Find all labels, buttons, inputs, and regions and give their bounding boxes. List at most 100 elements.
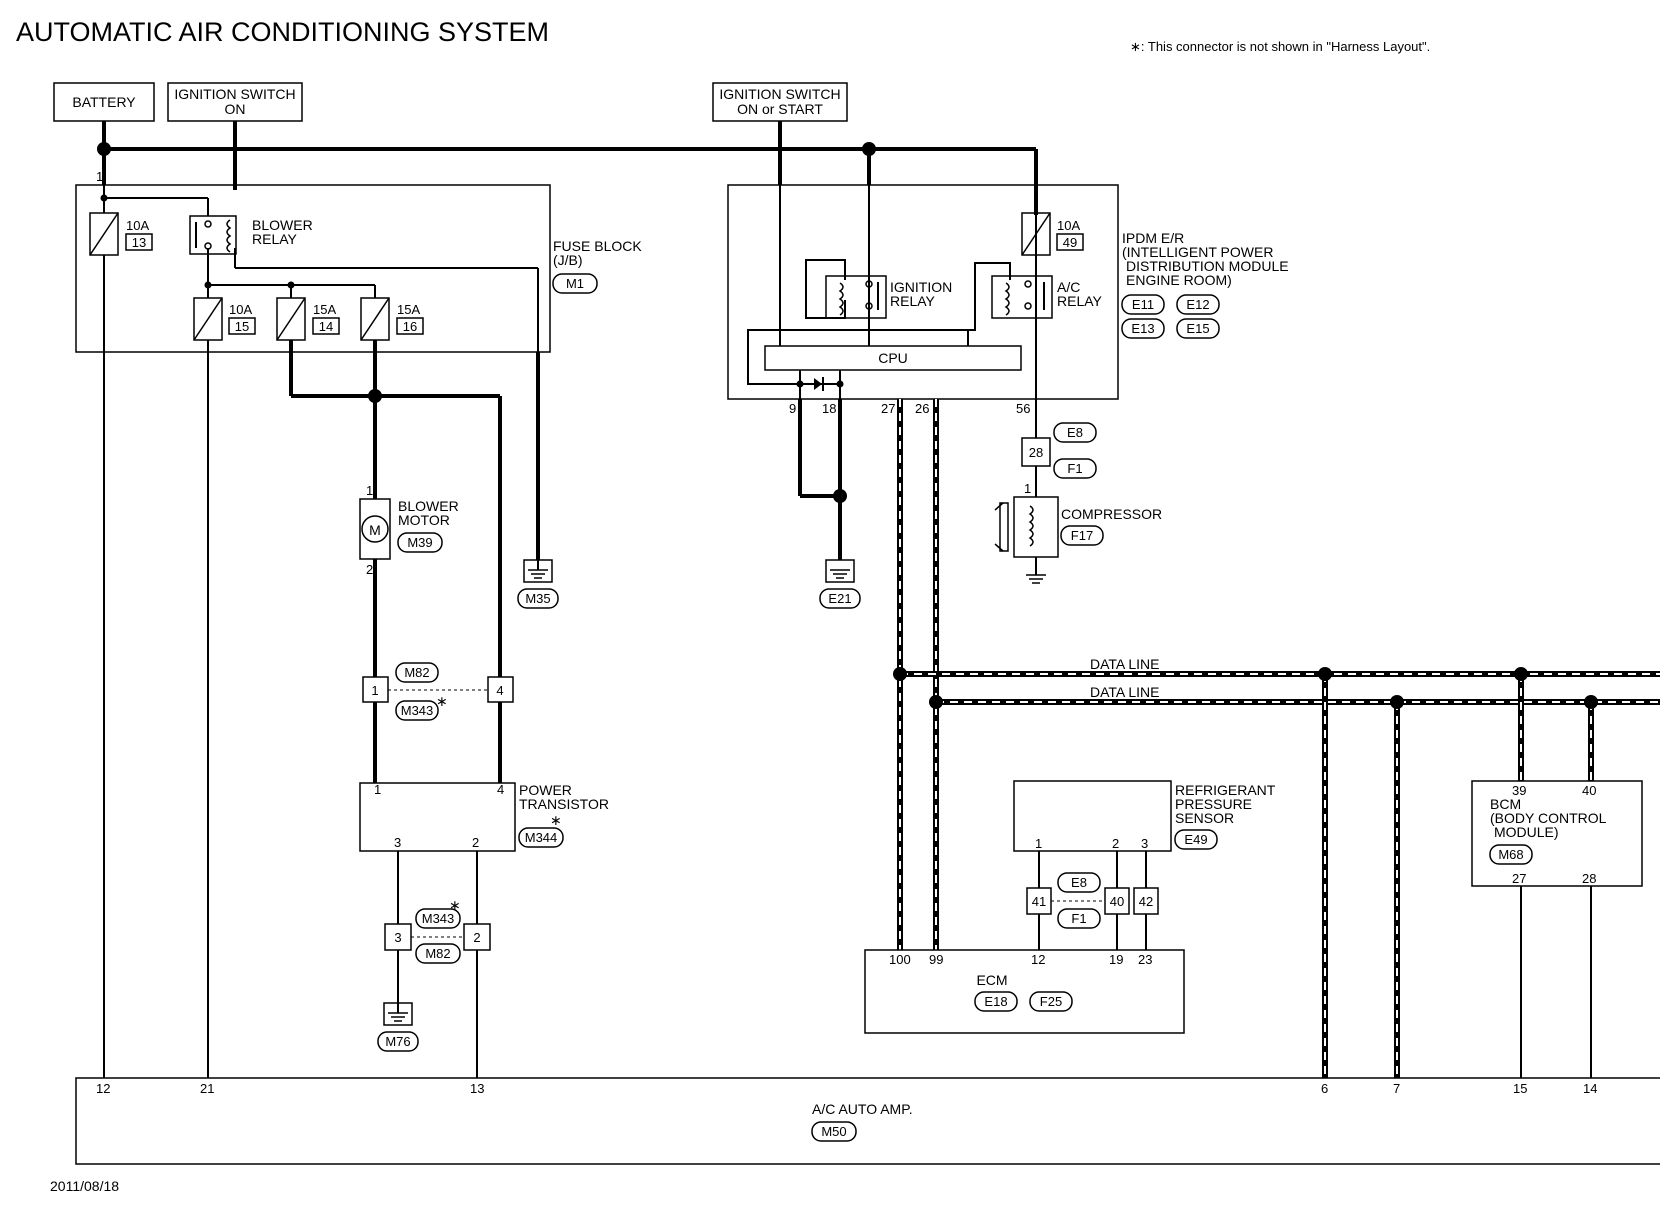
joint-m82-star: ∗ (436, 693, 448, 709)
harness-note: ∗: This connector is not shown in "Harne… (1130, 39, 1430, 54)
amp-pin-13: 13 (470, 1081, 484, 1096)
fuse-block-name-2: (J/B) (553, 252, 583, 268)
ecm-pin-100: 100 (889, 952, 911, 967)
ipdm-pin-56: 56 (1016, 401, 1030, 416)
fuse-14-amp: 15A (313, 302, 336, 317)
joint-connector-m343-bottom: 3 2 M343 ∗ M82 (384, 897, 491, 1078)
battery-label: BATTERY (72, 94, 136, 110)
sensor-pin-3: 3 (1141, 836, 1148, 851)
ipdm-name-3: DISTRIBUTION MODULE (1126, 258, 1289, 274)
sensor-label-3: SENSOR (1175, 810, 1234, 826)
bcm-pin-27: 27 (1512, 871, 1526, 886)
blower-motor-symbol: M (369, 522, 381, 538)
ipdm-er: IPDM E/R (INTELLIGENT POWER DISTRIBUTION… (727, 184, 1289, 416)
amp-pin-21: 21 (200, 1081, 214, 1096)
compressor-label: COMPRESSOR (1061, 506, 1162, 522)
diagram-date: 2011/08/18 (50, 1178, 119, 1194)
fuse-16-amp: 15A (397, 302, 420, 317)
compressor-pin-mid: 28 (1029, 445, 1043, 460)
sensor-pin-1: 1 (1035, 836, 1042, 851)
ipdm-name-1: IPDM E/R (1122, 230, 1184, 246)
ecm-conn-e18: E18 (984, 994, 1007, 1009)
power-transistor-pin-2: 2 (472, 835, 479, 850)
ecm-pin-23: 23 (1138, 952, 1152, 967)
sensor-joint-conn-e8: E8 (1071, 875, 1087, 890)
ignition-switch-on: IGNITION SWITCH ON (167, 82, 303, 122)
power-transistor-pin-1: 1 (374, 782, 381, 797)
bcm-pin-39: 39 (1512, 783, 1526, 798)
blower-relay-label-2: RELAY (252, 231, 298, 247)
joint-connector-m82-top: 1 4 M82 M343 ∗ (362, 662, 514, 783)
sensor-joint-connector: 41 40 42 E8 F1 (1026, 872, 1159, 950)
ecm-pin-99: 99 (929, 952, 943, 967)
fuse-block-connector: M1 (566, 276, 584, 291)
amp-label: A/C AUTO AMP. (812, 1101, 913, 1117)
bcm-connector: M68 (1498, 847, 1523, 862)
amp-pin-7: 7 (1393, 1081, 1400, 1096)
compressor-conn-f1: F1 (1067, 461, 1082, 476)
fuse-block-name-1: FUSE BLOCK (553, 238, 642, 254)
blower-motor-connector: M39 (407, 535, 432, 550)
blower-motor: 1 M 2 BLOWER MOTOR M39 (359, 483, 459, 677)
ecm-label: ECM (976, 972, 1007, 988)
battery-source: BATTERY (53, 82, 155, 122)
fuse-block: 1 FUSE BLOCK (J/B) M1 10A 13 BLOWER REL (75, 169, 642, 353)
fuse-14-num: 14 (319, 319, 333, 334)
power-transistor: 1 4 3 2 POWER TRANSISTOR ∗ M344 (359, 782, 609, 924)
fuse-15-num: 15 (235, 319, 249, 334)
power-transistor-pin-3: 3 (394, 835, 401, 850)
sensor-joint-conn-f1: F1 (1071, 911, 1086, 926)
sensor-label-1: REFRIGERANT (1175, 782, 1276, 798)
ac-relay-label-2: RELAY (1057, 293, 1103, 309)
ground-m35: M35 (517, 559, 559, 609)
joint-m82-pin-l: 1 (371, 683, 378, 698)
blower-motor-pin-bottom: 2 (366, 562, 373, 577)
joint-m343-pin-l: 3 (394, 930, 401, 945)
fuse-block-outputs (103, 255, 540, 1078)
amp-pin-6: 6 (1321, 1081, 1328, 1096)
data-line-label-1: DATA LINE (1090, 656, 1160, 672)
fuse-13-num: 13 (132, 235, 146, 250)
power-transistor-pin-4: 4 (497, 782, 504, 797)
sensor-label-2: PRESSURE (1175, 796, 1252, 812)
power-transistor-label-1: POWER (519, 782, 572, 798)
ipdm-conn-e13: E13 (1131, 321, 1154, 336)
page-title: AUTOMATIC AIR CONDITIONING SYSTEM (16, 17, 549, 47)
ground-m76: M76 (377, 1002, 419, 1052)
data-line-bus: DATA LINE DATA LINE (893, 399, 1660, 1078)
ign-relay-label-2: RELAY (890, 293, 936, 309)
bcm-label-2: (BODY CONTROL (1490, 810, 1607, 826)
power-transistor-connector: M344 (525, 830, 558, 845)
ign-on-label-1: IGNITION SWITCH (174, 86, 295, 102)
battery-bus (97, 121, 1038, 215)
ground-m35-label: M35 (525, 591, 550, 606)
ignition-switch-start: IGNITION SWITCH ON or START (712, 82, 848, 122)
data-line-label-2: DATA LINE (1090, 684, 1160, 700)
power-transistor-label-2: TRANSISTOR (519, 796, 609, 812)
ipdm-fuse-amp: 10A (1057, 218, 1080, 233)
amp-pin-15: 15 (1513, 1081, 1527, 1096)
compressor: 28 E8 F1 1 COMPRESSOR F17 (994, 399, 1162, 584)
blower-motor-pin-top: 1 (366, 483, 373, 498)
ipdm-conn-e11: E11 (1132, 297, 1154, 312)
ign-start-label-2: ON or START (737, 101, 823, 117)
bcm-pin-40: 40 (1582, 783, 1596, 798)
ipdm-pin-27: 27 (881, 401, 895, 416)
ipdm-pin-26: 26 (915, 401, 929, 416)
ign-start-label-1: IGNITION SWITCH (719, 86, 840, 102)
blower-motor-label-2: MOTOR (398, 512, 450, 528)
blower-motor-label-1: BLOWER (398, 498, 459, 514)
ipdm-conn-e12: E12 (1186, 297, 1209, 312)
ipdm-fuse-num: 49 (1063, 235, 1077, 250)
joint-m343-conn-a: M343 (422, 911, 455, 926)
ac-relay-label-1: A/C (1057, 279, 1080, 295)
amp-connector: M50 (821, 1124, 846, 1139)
joint-m343-pin-r: 2 (473, 930, 480, 945)
ground-m76-label: M76 (385, 1034, 410, 1049)
ecm-pin-19: 19 (1109, 952, 1123, 967)
amp-pin-14: 14 (1583, 1081, 1597, 1096)
ecm: 100 99 12 19 23 ECM E18 F25 (864, 949, 1185, 1034)
ign-relay-label-1: IGNITION (890, 279, 952, 295)
ipdm-conn-e15: E15 (1186, 321, 1209, 336)
sensor-joint-pin-42: 42 (1139, 894, 1153, 909)
